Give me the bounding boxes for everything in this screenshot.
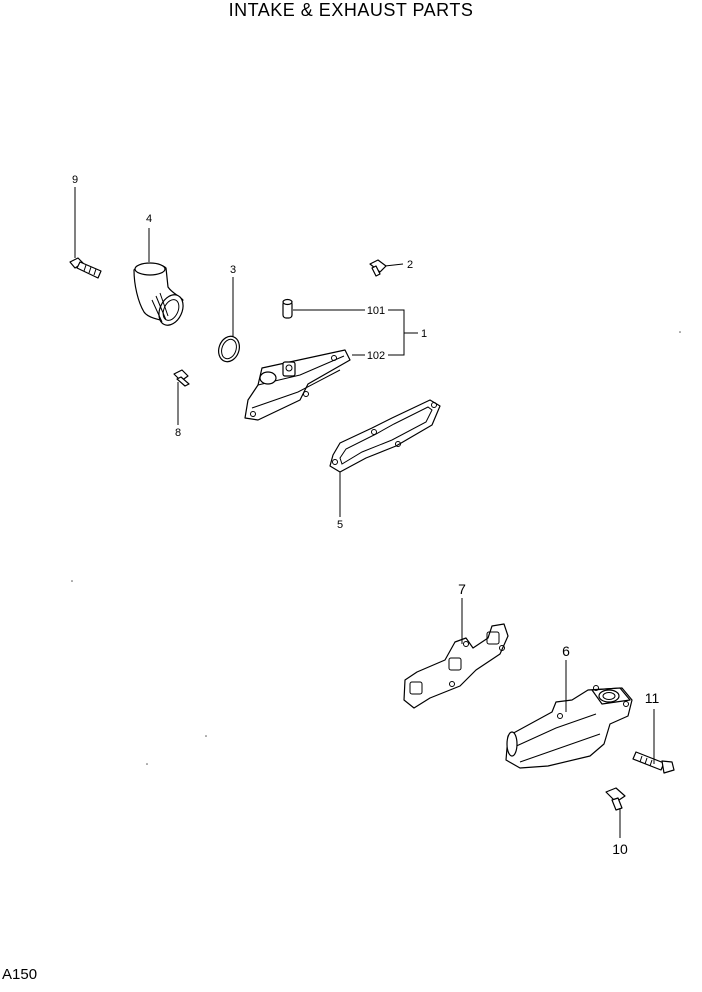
callout-1: 1 <box>421 328 427 340</box>
page-id: A150 <box>2 966 38 983</box>
part-10-bolt[interactable]: 10 <box>605 787 628 857</box>
callout-101: 101 <box>367 305 385 317</box>
part-9-bolt[interactable]: 9 <box>69 174 102 279</box>
callout-7: 7 <box>458 581 466 597</box>
callout-5: 5 <box>337 519 343 531</box>
callout-8: 8 <box>175 427 181 439</box>
callout-9: 9 <box>72 174 78 186</box>
part-102-intake-manifold[interactable]: 102 <box>244 349 385 421</box>
part-101-plug[interactable]: 101 <box>282 298 385 319</box>
callout-4: 4 <box>146 213 152 225</box>
part-11-bolt[interactable]: 11 <box>632 690 675 774</box>
part-6-exhaust-manifold[interactable]: 6 <box>505 643 633 769</box>
callout-2: 2 <box>407 259 413 271</box>
part-7-exhaust-gasket[interactable]: 7 <box>403 581 509 709</box>
part-5-intake-gasket[interactable]: 5 <box>329 399 441 531</box>
callout-11: 11 <box>645 690 660 706</box>
page-title: INTAKE & EXHAUST PARTS <box>228 0 474 20</box>
assembly-bracket-1: 1 <box>388 309 427 356</box>
callout-6: 6 <box>562 643 570 659</box>
scan-specks <box>71 331 681 765</box>
part-4-elbow[interactable]: 4 <box>133 213 188 329</box>
callout-102: 102 <box>367 350 385 362</box>
callout-3: 3 <box>230 264 236 276</box>
part-3-o-ring[interactable]: 3 <box>215 264 243 365</box>
part-2-bolt[interactable]: 2 <box>369 259 413 277</box>
callout-10: 10 <box>612 841 628 857</box>
part-8-bolt[interactable]: 8 <box>173 369 190 439</box>
